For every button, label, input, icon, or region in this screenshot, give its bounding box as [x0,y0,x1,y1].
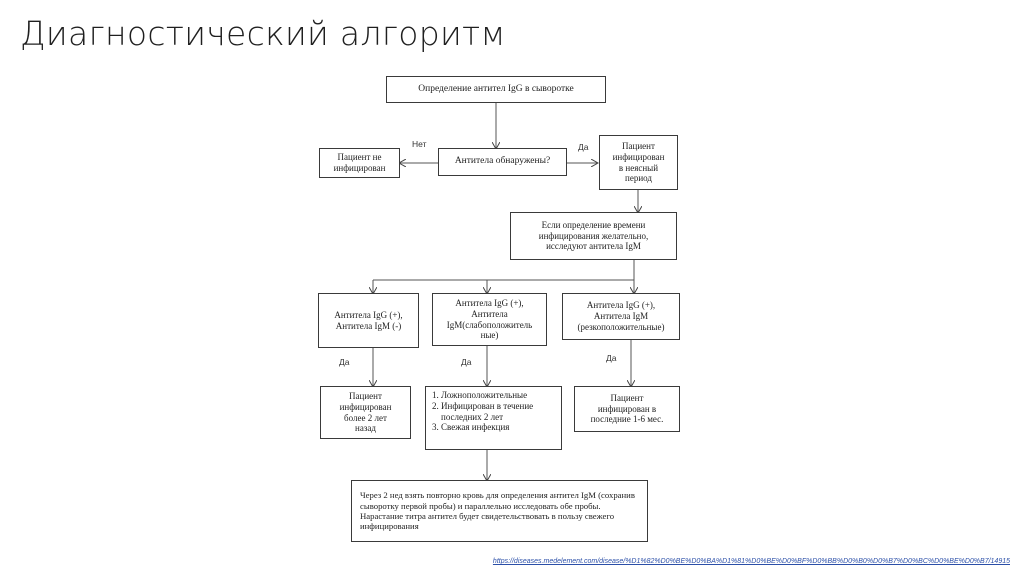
start-box: Определение антител IgG в сыворотке [386,76,606,103]
case-right-box: Антитела IgG (+), Антитела IgM (резкопол… [562,293,680,340]
result-right-box: Пациент инфицирован в последние 1-6 мес. [574,386,680,432]
question-box: Антитела обнаружены? [438,148,567,176]
igm-test-box: Если определение времени инфицирования ж… [510,212,677,260]
final-box: Через 2 нед взять повторно кровь для опр… [351,480,648,542]
result-mid-list: 1. Ложноположительные 2. Инфицирован в т… [430,390,533,433]
slide-title: Диагностический алгоритм [20,14,506,53]
label-yes-right: Да [606,353,617,363]
result-left-box: Пациент инфицирован более 2 лет назад [320,386,411,439]
label-yes-mid: Да [461,357,472,367]
result-mid-item-1: 1. Ложноположительные [432,390,528,400]
source-link[interactable]: https://diseases.medelement.com/disease/… [492,558,1010,565]
label-no: Нет [412,139,427,149]
result-mid-box: 1. Ложноположительные 2. Инфицирован в т… [425,386,562,450]
result-mid-item-3: 3. Свежая инфекция [432,422,510,433]
label-yes-left: Да [339,357,350,367]
not-infected-box: Пациент не инфицирован [319,148,400,178]
result-mid-item-2: 2. Инфицирован в течение последних 2 лет [432,400,534,422]
label-yes: Да [578,142,589,152]
case-left-box: Антитела IgG (+), Антитела IgM (-) [318,293,419,348]
infected-unknown-box: Пациент инфицирован в неясный период [599,135,678,190]
case-mid-box: Антитела IgG (+), Антитела IgM(слабополо… [432,293,547,346]
